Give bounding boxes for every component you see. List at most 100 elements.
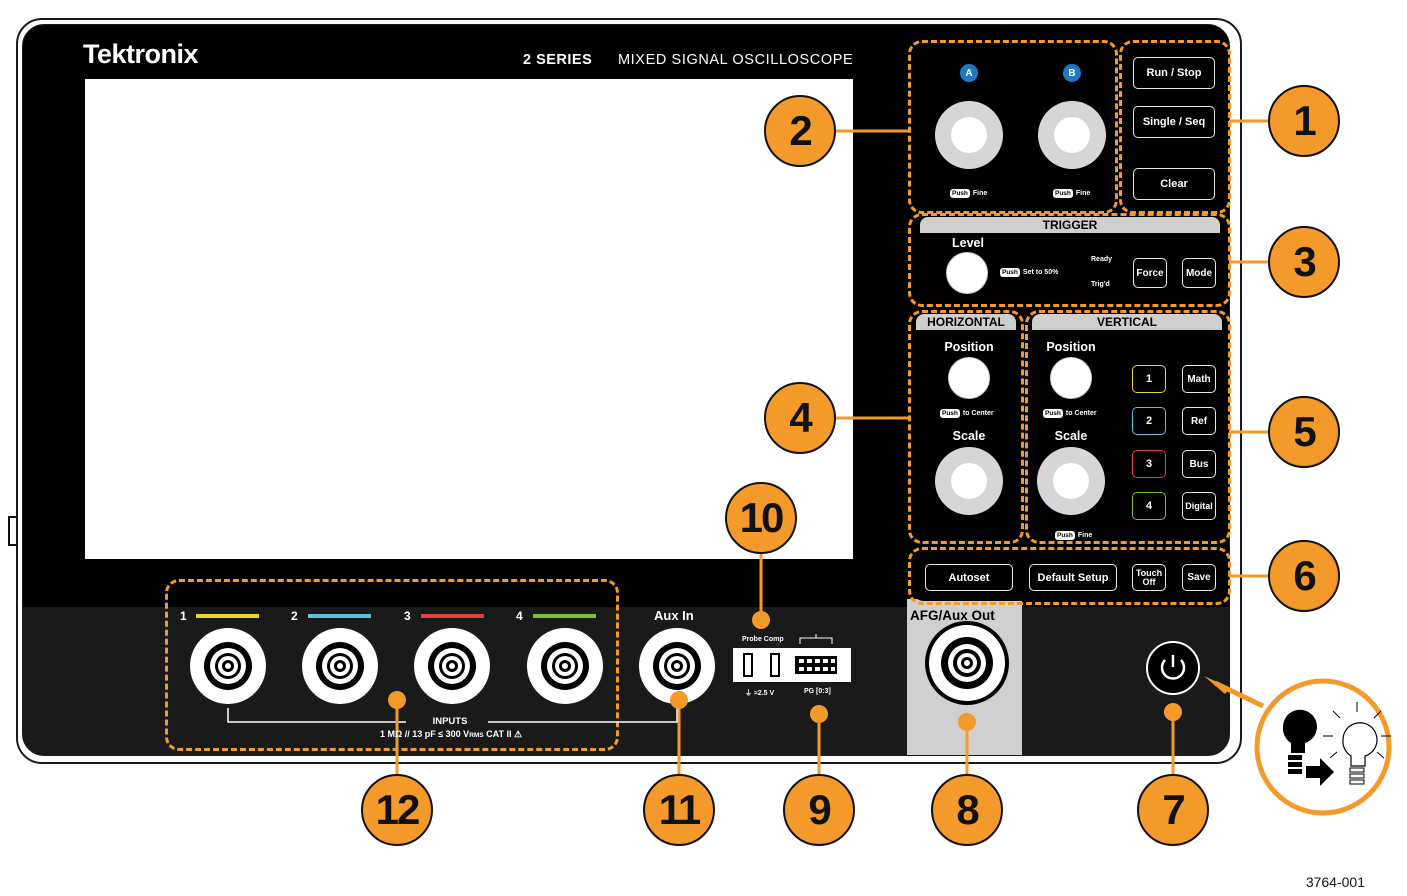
trigger-level-knob[interactable]	[946, 252, 988, 294]
dot-10	[752, 611, 770, 629]
model-series: 2 SERIES	[523, 52, 593, 68]
b-badge-label: B	[1068, 67, 1076, 79]
math-button[interactable]: Math	[1182, 365, 1216, 393]
channel-3-button[interactable]: 3	[1132, 450, 1166, 478]
inputs-highlight	[165, 579, 619, 751]
side-connector	[8, 516, 16, 546]
horizontal-scale-knob[interactable]	[935, 447, 1003, 515]
input-3-label: 3	[404, 609, 411, 623]
display-screen	[85, 79, 853, 559]
vertical-title: VERTICAL	[1032, 314, 1222, 330]
a-badge: A	[960, 64, 978, 82]
callout-7: 7	[1137, 774, 1209, 846]
callout-8: 8	[931, 774, 1003, 846]
horizontal-scale-label: Scale	[952, 429, 986, 443]
aux-in-label: Aux In	[654, 608, 694, 623]
dot-7	[1164, 703, 1182, 721]
input-2-label: 2	[291, 609, 298, 623]
knob-a[interactable]	[935, 101, 1003, 169]
vertical-position-label: Position	[1046, 340, 1096, 354]
dot-12	[388, 691, 406, 709]
brand-logo: Tektronix	[83, 39, 199, 69]
dot-9	[810, 705, 828, 723]
input-3-color-bar	[421, 614, 484, 618]
ref-button[interactable]: Ref	[1182, 407, 1216, 435]
callout-3: 3	[1268, 226, 1340, 298]
bnc-input-4[interactable]	[527, 628, 603, 704]
bnc-aux-in[interactable]	[639, 628, 715, 704]
inputs-title: INPUTS	[432, 716, 468, 727]
bnc-input-2[interactable]	[302, 628, 378, 704]
channel-2-button[interactable]: 2	[1132, 407, 1166, 435]
input-4-color-bar	[533, 614, 596, 618]
input-1-label: 1	[180, 609, 187, 623]
vertical-position-knob[interactable]	[1050, 357, 1092, 399]
callout-9: 9	[783, 774, 855, 846]
horizontal-title: HORIZONTAL	[916, 314, 1016, 330]
trigger-title: TRIGGER	[920, 217, 1220, 233]
force-button[interactable]: Force	[1133, 258, 1167, 288]
callout-6: 6	[1268, 540, 1340, 612]
trigger-highlight	[908, 213, 1231, 307]
default-setup-button[interactable]: Default Setup	[1029, 564, 1117, 591]
trigger-level-label: Level	[952, 236, 984, 250]
horizontal-position-knob[interactable]	[948, 357, 990, 399]
figure-code: 3764-001	[1305, 874, 1365, 890]
callout-11: 11	[643, 774, 715, 846]
callout-1: 1	[1268, 85, 1340, 157]
channel-1-button[interactable]: 1	[1132, 365, 1166, 393]
vertical-scale-label: Scale	[1054, 429, 1088, 443]
input-4-label: 4	[516, 609, 523, 623]
inputs-spec: 1 MΩ // 13 pF ≤ 300 VRMS CAT II ⚠	[380, 729, 523, 739]
bnc-afg-out[interactable]	[925, 621, 1009, 705]
bus-button[interactable]: Bus	[1182, 450, 1216, 478]
bnc-input-1[interactable]	[190, 628, 266, 704]
run-stop-button[interactable]: Run / Stop	[1133, 57, 1215, 89]
power-button[interactable]	[1146, 641, 1200, 695]
vertical-highlight	[1025, 310, 1231, 544]
b-badge: B	[1063, 64, 1081, 82]
acquisition-highlight	[1119, 40, 1231, 214]
mode-button[interactable]: Mode	[1182, 258, 1216, 288]
a-badge-label: A	[965, 67, 973, 79]
horizontal-highlight	[908, 310, 1024, 544]
clear-button[interactable]: Clear	[1133, 168, 1215, 200]
vertical-scale-knob[interactable]	[1037, 447, 1105, 515]
model-description: MIXED SIGNAL OSCILLOSCOPE	[618, 52, 854, 68]
input-1-color-bar	[196, 614, 259, 618]
utility-panel	[912, 551, 1227, 601]
horizontal-position-label: Position	[944, 340, 994, 354]
power-indicator-inset	[1254, 678, 1392, 816]
multipurpose-highlight	[908, 40, 1118, 214]
single-seq-button[interactable]: Single / Seq	[1133, 106, 1215, 138]
save-button[interactable]: Save	[1182, 564, 1216, 591]
dot-8	[958, 713, 976, 731]
callout-10: 10	[725, 482, 797, 554]
probe-comp-pg: PG [0:3]	[804, 688, 831, 695]
probe-comp-title: Probe Comp	[742, 636, 784, 643]
ground-icon: ⏚	[745, 690, 754, 697]
channel-4-button[interactable]: 4	[1132, 492, 1166, 520]
bnc-input-3[interactable]	[414, 628, 490, 704]
callout-2: 2	[764, 95, 836, 167]
callout-4: 4	[764, 382, 836, 454]
dot-11	[670, 691, 688, 709]
ready-indicator: Ready	[1091, 256, 1113, 263]
callout-12: 12	[361, 774, 433, 846]
callout-5: 5	[1268, 396, 1340, 468]
acquisition-panel	[1123, 44, 1227, 210]
trigd-indicator: Trig'd	[1091, 281, 1110, 288]
knob-b[interactable]	[1038, 101, 1106, 169]
digital-button[interactable]: Digital	[1182, 492, 1216, 520]
autoset-button[interactable]: Autoset	[925, 564, 1013, 591]
probe-comp-voltage: ⏚ ≈2.5 V	[745, 690, 775, 697]
input-2-color-bar	[308, 614, 371, 618]
